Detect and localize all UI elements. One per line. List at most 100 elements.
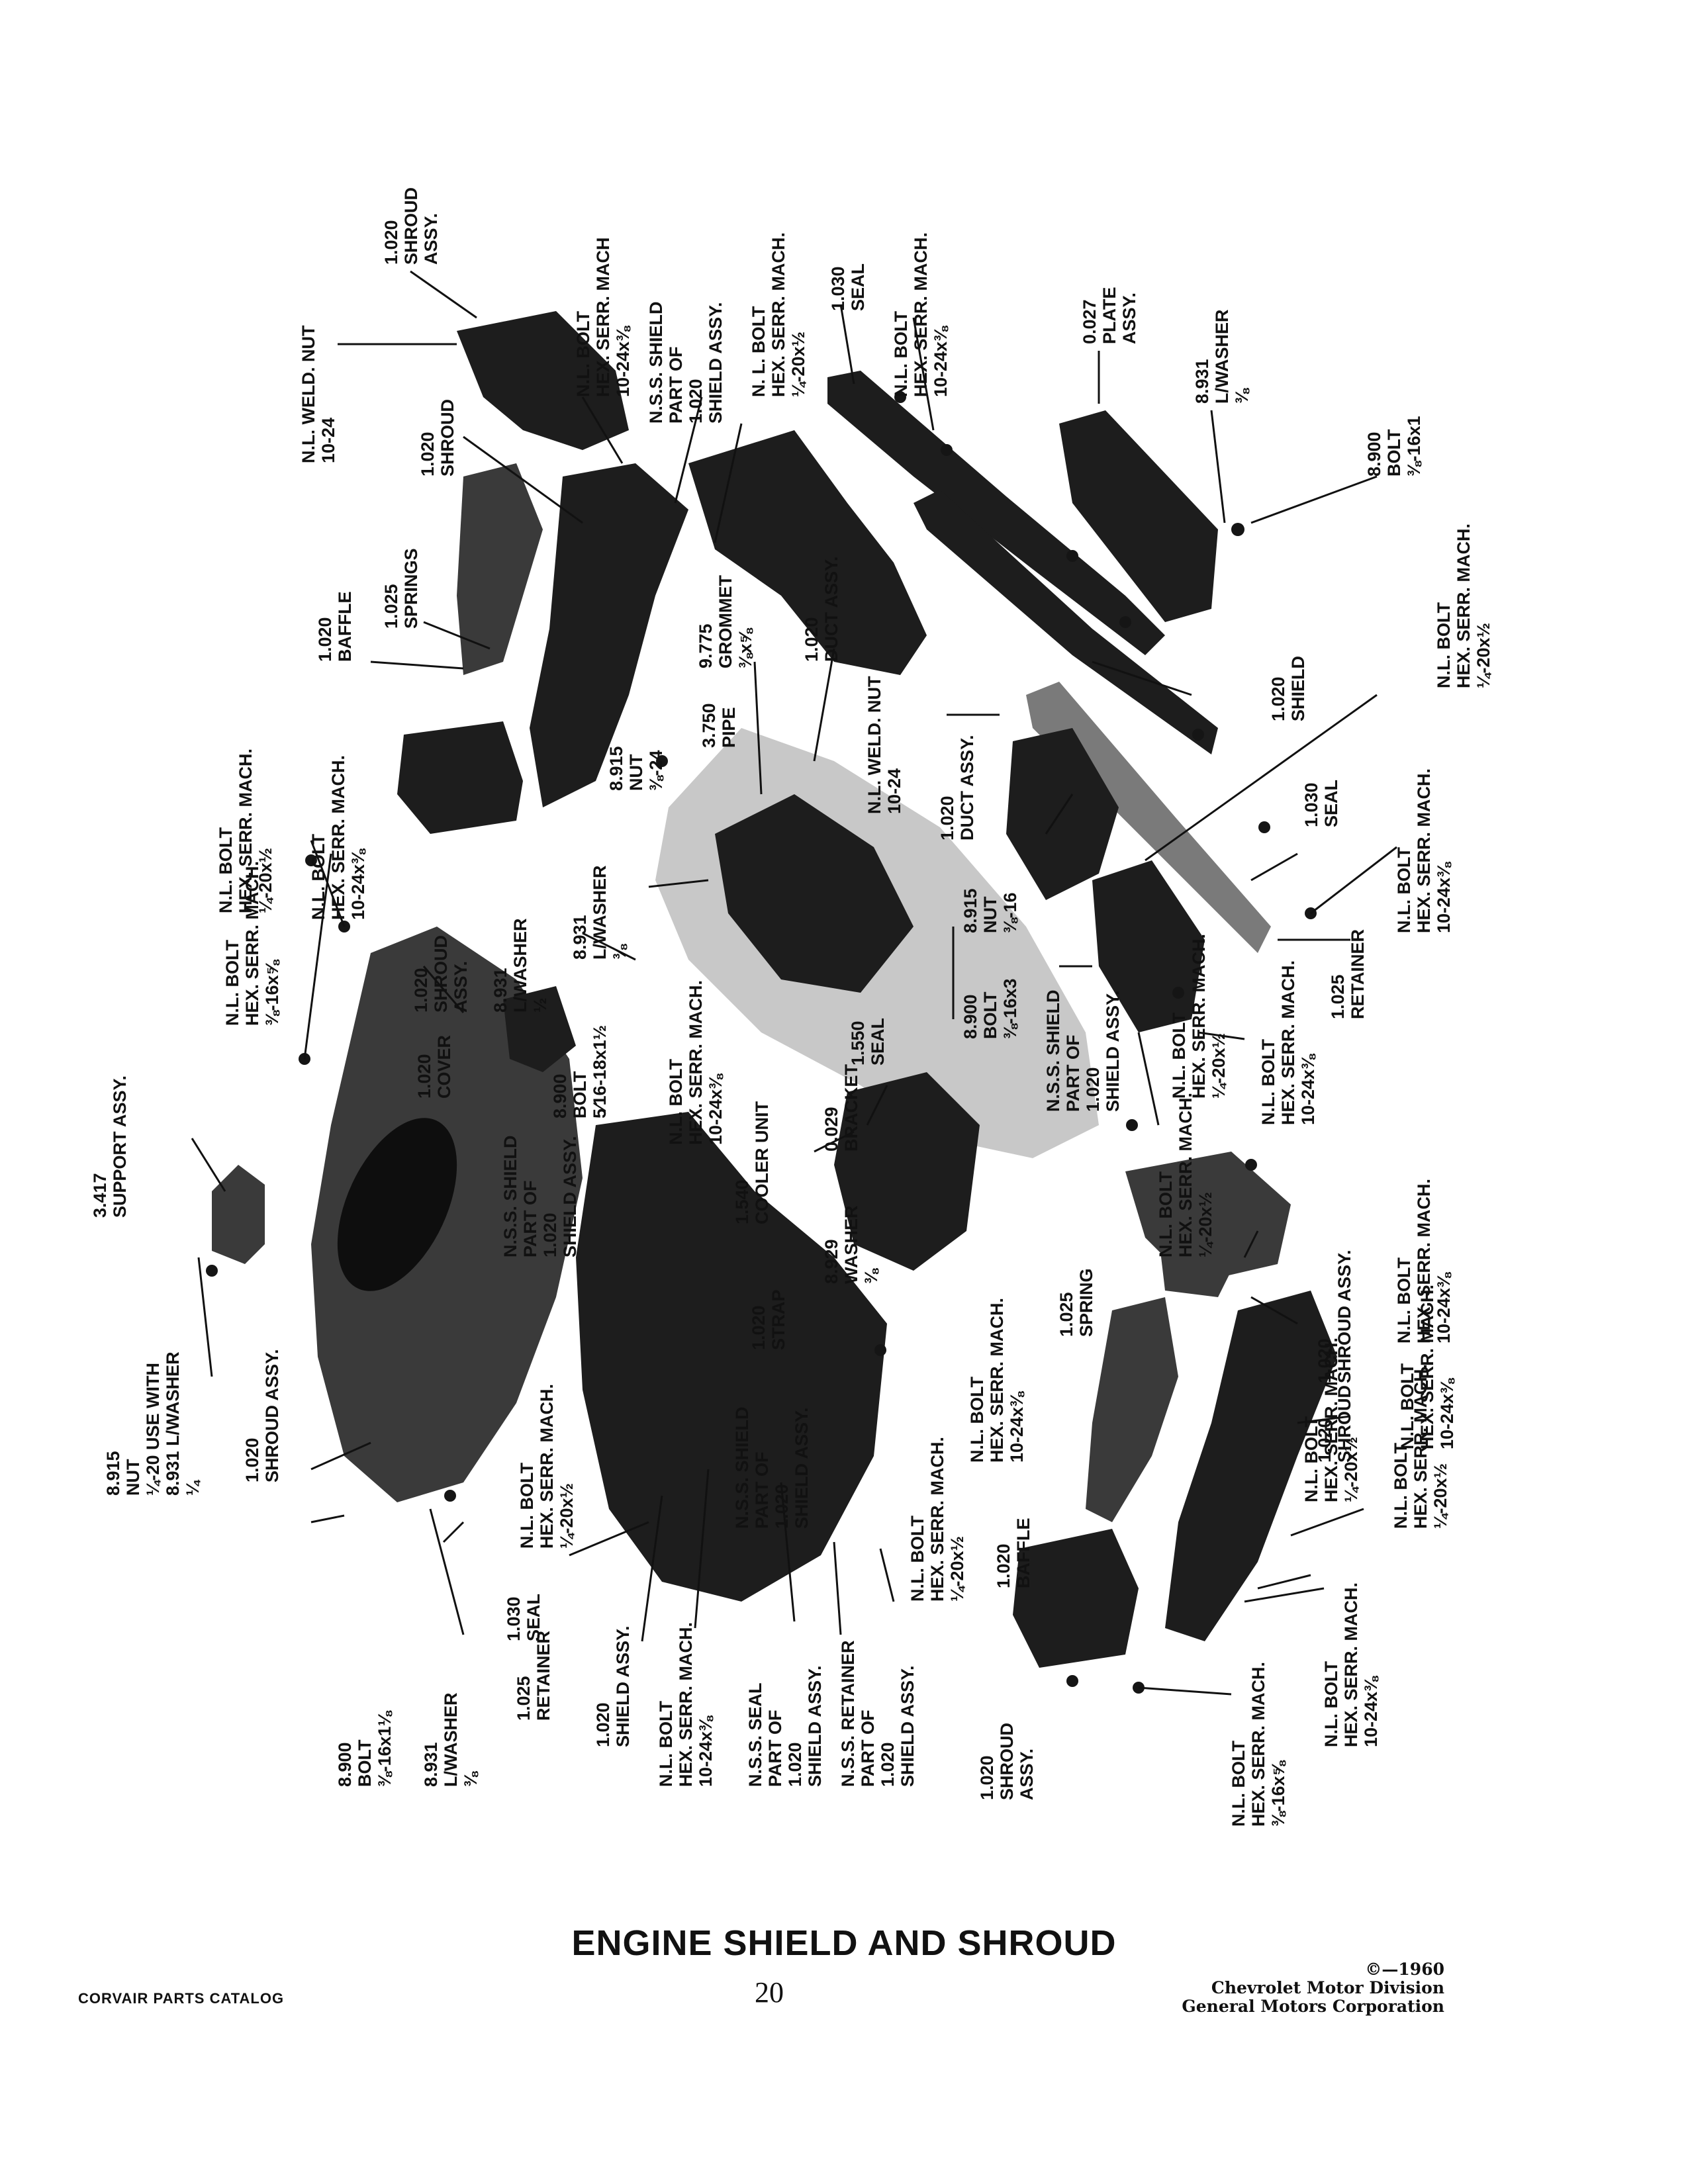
callout-label-line: HEX. SERR. MACH	[593, 237, 613, 397]
plate-assy-part	[1059, 410, 1218, 622]
support-assy-part	[212, 1165, 265, 1264]
callout-label-line: 1.020	[785, 1742, 805, 1787]
callout-label-line: N.L. BOLT	[1169, 1013, 1189, 1099]
callout-label-line: SPRING	[1076, 1268, 1096, 1337]
callout-label-line: SUPPORT ASSY.	[110, 1075, 130, 1218]
callout-label-line: N.L. BOLT	[308, 834, 328, 920]
callout-label-line: 10-24x⅜	[348, 848, 368, 920]
callout-label-line: 10-24x⅜	[1437, 1378, 1457, 1449]
callout-label-line: SHROUD	[438, 399, 457, 477]
callout-label: N.S.S. RETAINERPART OF1.020SHIELD ASSY.	[838, 1640, 917, 1787]
callout-label-line: 1.020	[772, 1484, 792, 1529]
callout-label-line: N.S.S. SHIELD	[500, 1135, 520, 1257]
callout-label: N. L. BOLTHEX. SERR. MACH.¼-20x½	[749, 232, 808, 397]
callout-label-line: ⅜	[1232, 388, 1252, 404]
callout-label-line: N.L. BOLT	[1394, 1257, 1414, 1343]
callout-label-line: HEX. SERR. MACH.	[1189, 934, 1209, 1099]
callout-label-line: 8.931	[421, 1742, 441, 1787]
bolt-icon	[1172, 987, 1184, 999]
callout-label-line: SEAL	[524, 1594, 543, 1641]
callout-label: 8.915NUT⅜-24	[606, 746, 666, 791]
callout-label-line: 1.020	[381, 220, 401, 265]
callout-label: 8.931L/WASHER⅜	[421, 1692, 481, 1787]
callout-label-line: HEX. SERR. MACH.	[911, 232, 931, 397]
callout-label-line: ¼-20x½	[1474, 623, 1493, 688]
callout-label: 1.020SHROUDASSY.	[381, 187, 441, 265]
callout-label-line: STRAP	[769, 1289, 788, 1350]
callout-label-line: NUT	[980, 896, 1000, 933]
callout-label-line: SHIELD ASSY.	[560, 1136, 580, 1257]
callout-label-line: HEX. SERR. MACH.	[676, 1622, 696, 1787]
callout-label-line: 1.020	[937, 796, 957, 841]
callout-label-line: GROMMET	[716, 575, 735, 668]
callout-label-line: COVER	[434, 1035, 454, 1099]
callout-label: 3.417SUPPORT ASSY.	[90, 1075, 130, 1218]
callout-label-line: 1.030	[1301, 782, 1321, 827]
callout-label-line: ⅜	[861, 1268, 881, 1284]
callout-label-line: HEX. SERR. MACH.	[1454, 523, 1474, 688]
callout-label-line: 8.900	[335, 1742, 355, 1787]
right-shroud-lower-part	[1165, 1291, 1337, 1641]
callout-label: N.L. BOLTHEX. SERR. MACH.10-24x⅜	[1258, 960, 1318, 1125]
callout-label-line: L/WASHER	[1212, 309, 1232, 404]
callout-label: N.L. WELD. NUT10-24	[299, 325, 338, 463]
callout-label-line: L/WASHER	[510, 918, 530, 1013]
callout-label-line: N.S.S. SHIELD	[1043, 989, 1063, 1112]
callout-label-line: 1.020	[1315, 1418, 1335, 1463]
bolt-icon	[1245, 1159, 1257, 1171]
callout-label-line: BRACKET	[841, 1064, 861, 1152]
callout-label-line: PART OF	[858, 1710, 878, 1788]
callout-label-line: ASSY.	[1119, 293, 1139, 344]
callout-label-line: 1.550	[848, 1021, 868, 1066]
callout-label-line: NUT	[626, 754, 646, 791]
callout-label: N.S.S. SHIELDPART OF1.020SHIELD ASSY.	[732, 1406, 812, 1529]
callout-label-line: 8.900	[1364, 432, 1384, 477]
callout-label-line: 1.020	[414, 1054, 434, 1099]
callout-label-line: RETAINER	[534, 1631, 553, 1721]
callout-label: N.L. BOLTHEX. SERR. MACH.10-24x⅜	[1397, 1285, 1457, 1449]
callout-label: 1.020SHROUDASSY.	[411, 935, 471, 1013]
callout-label: N.L. WELD. NUT10-24	[865, 676, 904, 814]
bolt-icon	[874, 1344, 886, 1356]
callout-label-line: HEX. SERR. MACH.	[1411, 1364, 1430, 1529]
callout-label-line: 3.750	[699, 703, 719, 748]
callout-label-line: 10-24x⅜	[1361, 1676, 1381, 1747]
callout-label: 1.020STRAP	[749, 1289, 788, 1350]
callout-label-line: 1.025	[381, 584, 401, 629]
callout-label-line: SHROUD ASSY.	[262, 1349, 282, 1482]
callout-label: 8.915NUT⅜-16	[961, 888, 1020, 933]
central-duct-part	[715, 794, 914, 993]
bolt-icon	[941, 444, 953, 456]
callout-label-line: HEX. SERR. MACH.	[328, 755, 348, 920]
bolt-icon	[894, 391, 906, 403]
cover-part	[503, 986, 576, 1072]
callout-label: 1.020DUCT ASSY.	[802, 556, 841, 662]
callout-label-line: 10-24x⅜	[1434, 1272, 1454, 1343]
callout-label-line: 8.915	[961, 888, 980, 933]
bolt-icon	[1258, 821, 1270, 833]
callout-label-line: N.L. BOLT	[1321, 1661, 1341, 1747]
callout-label-line: 1.025	[514, 1676, 534, 1721]
callout-label: N.L. BOLTHEX. SERR. MACH.⅜-16x⅝	[222, 861, 282, 1026]
callout-label: N.L. BOLTHEX. SERR. MACH.¼-20x½	[1169, 934, 1229, 1099]
bolt-icon	[1192, 729, 1204, 741]
right-shield-part	[914, 490, 1218, 754]
callout-label: N.L. BOLTHEX. SERR. MACH.10-24x⅜	[308, 755, 368, 920]
callout-label-line: COOLER UNIT	[752, 1101, 772, 1224]
publisher-credits: ©—1960 Chevrolet Motor Division General …	[1182, 1960, 1444, 2016]
callout-label-line: HEX. SERR. MACH.	[927, 1437, 947, 1602]
callout-label: 1.020SHROUD	[418, 399, 457, 477]
callout-label-line: SHROUD ASSY.	[1335, 1250, 1354, 1383]
callout-label-line: 8.915	[606, 746, 626, 791]
figure-caption: ENGINE SHIELD AND SHROUD	[571, 1923, 1117, 1963]
callout-label-line: ¼-20x½	[1430, 1463, 1450, 1529]
callout-label-line: N.L. BOLT	[656, 1701, 676, 1787]
page-number: 20	[755, 1976, 784, 2009]
callout-label-line: PART OF	[765, 1710, 785, 1788]
duct-assy-upper-part	[688, 430, 927, 675]
callout-label: 8.900BOLT⅜-16x1	[1364, 416, 1424, 477]
callout-label-line: HEX. SERR. MACH.	[686, 980, 706, 1145]
callout-label-line: 10-24x⅜	[1434, 862, 1454, 933]
callout-label: N.S.S. SEALPART OF1.020SHIELD ASSY.	[745, 1665, 825, 1787]
